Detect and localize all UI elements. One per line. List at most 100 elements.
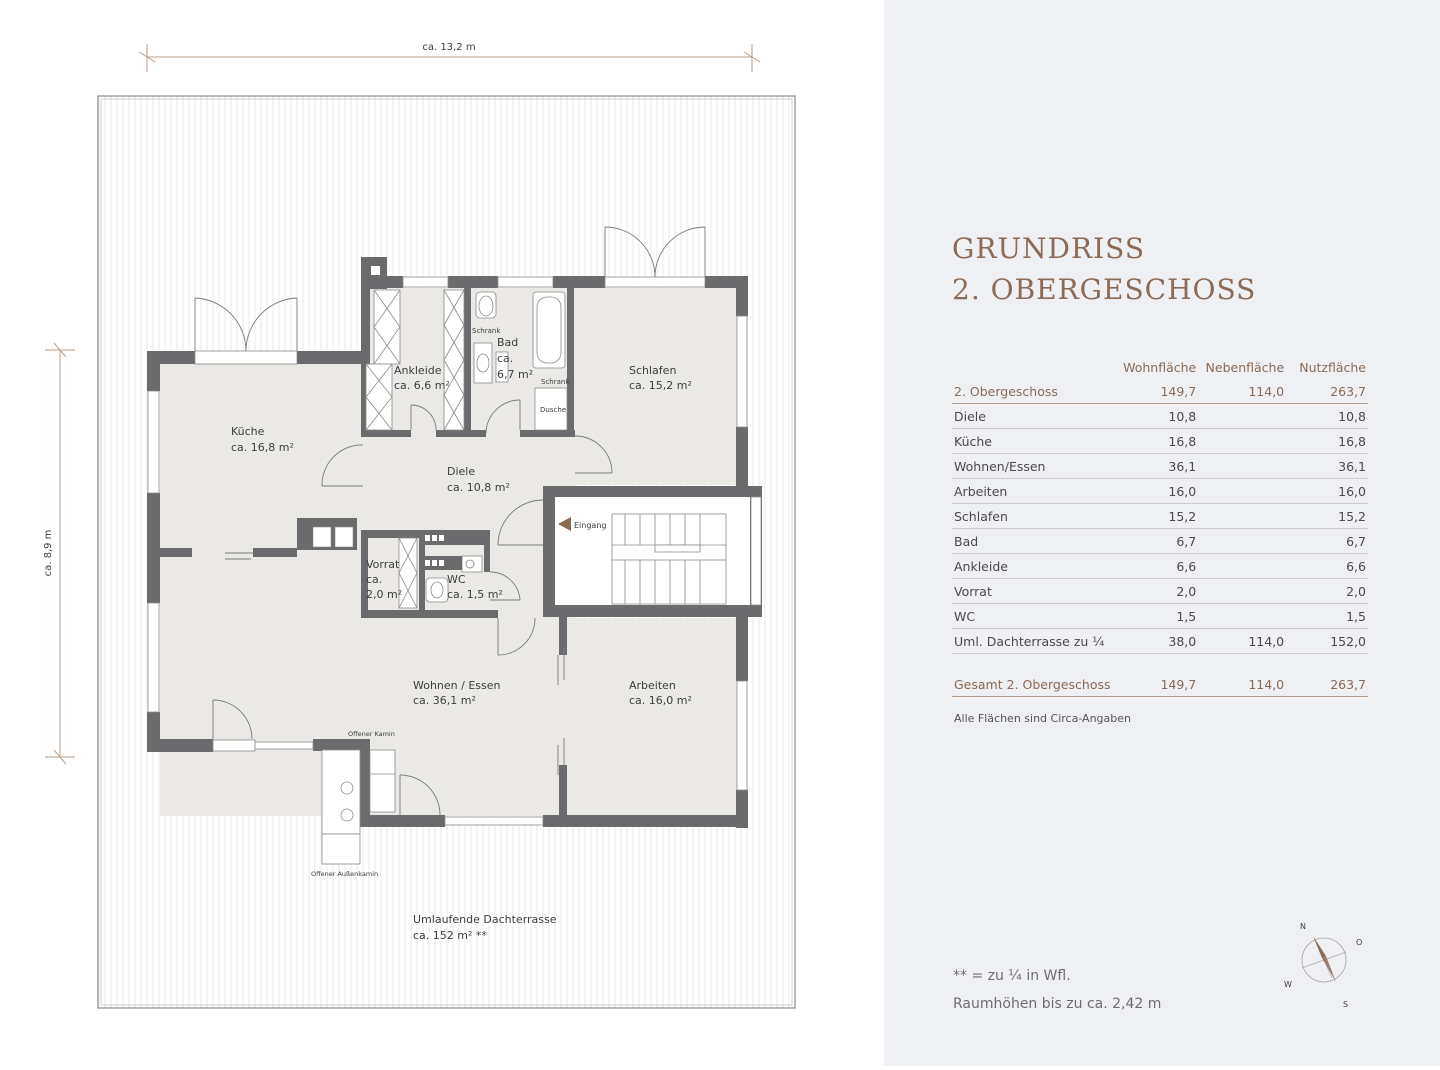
row-neben [1198,428,1287,454]
row-wohn: 16,0 [1123,478,1199,504]
page-title: GRUNDRISS 2. OBERGESCHOSS [952,228,1256,310]
label-schrank-bad: Schrank [472,327,501,335]
row-nutz: 15,2 [1286,503,1368,529]
row-nutz: 16,0 [1286,478,1368,504]
row-neben [1198,453,1287,479]
row-nutz: 152,0 [1286,628,1368,654]
bath-fixtures [425,291,568,603]
room-bad-line3: 6,7 m² [497,368,533,381]
room-arbeiten-area: ca. 16,0 m² [629,694,692,707]
stair-hall [555,497,750,605]
floor-plan-area: ca. 13,2 m ca. 8,9 m [43,42,796,1009]
room-bad-line2: ca. [497,352,513,365]
info-panel: GRUNDRISS 2. OBERGESCHOSS Wohnfläche Neb… [884,0,1440,1066]
kitchen-counters [312,266,484,570]
row-neben [1198,503,1287,529]
compass-n: N [1300,922,1306,931]
row-wohn: 10,8 [1123,403,1199,429]
windows [147,276,762,826]
dimension-width-label: ca. 13,2 m [422,42,475,53]
dimension-depth [45,342,75,765]
row-nutz: 2,0 [1286,578,1368,604]
label-schrank-dusche: Schrank [541,378,570,386]
row-neben [1198,403,1287,429]
row-label: Wohnen/Essen [952,453,1124,479]
row-neben [1198,478,1287,504]
row-wohn: 16,8 [1123,428,1199,454]
row-wohn: 1,5 [1123,603,1199,629]
title-line-1: GRUNDRISS [952,232,1146,265]
compass-s: S [1343,1000,1348,1008]
col-nebenflaeche: Nebenfläche [1205,359,1285,375]
compass-icon: N O S W [1284,922,1362,1008]
row-label: WC [952,603,1124,629]
footnote-wfl: ** = zu ¼ in Wfl. [953,968,1071,984]
row-nutz: 16,8 [1286,428,1368,454]
summary-wohn: 149,7 [1123,379,1199,404]
compass-o: O [1356,938,1362,947]
room-arbeiten-name: Arbeiten [629,679,676,692]
room-vorrat-line3: 2,0 m² [366,588,402,601]
room-ankleide-name: Ankleide [394,364,442,377]
room-bad-name: Bad [497,336,518,349]
footnotes: ** = zu ¼ in Wfl. Raumhöhen bis zu ca. 2… [953,962,1161,1018]
room-ankleide-area: ca. 6,6 m² [394,379,450,392]
circa-note: Alle Flächen sind Circa-Angaben [954,712,1131,725]
row-wohn: 2,0 [1123,578,1199,604]
row-label: Arbeiten [952,478,1124,504]
summary-label: 2. Obergeschoss [952,379,1124,404]
room-schlafen-name: Schlafen [629,364,676,377]
room-terrasse-name: Umlaufende Dachterrasse [413,913,557,926]
room-wohnen-area: ca. 36,1 m² [413,694,476,707]
room-kueche-area: ca. 16,8 m² [231,441,294,454]
total-nutz: 263,7 [1286,672,1368,697]
row-neben [1198,578,1287,604]
col-wohnflaeche: Wohnfläche [1123,359,1197,375]
summary-neben: 114,0 [1198,379,1287,404]
staircase [611,513,727,605]
row-label: Schlafen [952,503,1124,529]
room-wc-name: WC [447,573,466,586]
total-wohn: 149,7 [1123,672,1199,697]
row-label: Bad [952,528,1124,554]
row-neben [1198,553,1287,579]
room-schlafen-area: ca. 15,2 m² [629,379,692,392]
row-wohn: 6,7 [1123,528,1199,554]
row-nutz: 10,8 [1286,403,1368,429]
dimension-depth-label: ca. 8,9 m [43,530,54,577]
row-wohn: 6,6 [1123,553,1199,579]
row-nutz: 6,7 [1286,528,1368,554]
col-nutzflaeche: Nutzfläche [1299,359,1366,375]
label-offener-aussenkamin: Offener Außenkamin [311,870,378,878]
row-label: Ankleide [952,553,1124,579]
dimension-width [138,44,761,72]
room-wc-area: ca. 1,5 m² [447,588,503,601]
row-label: Diele [952,403,1124,429]
area-table: Wohnfläche Nebenfläche Nutzfläche 2. Obe… [952,355,1368,697]
title-line-2: 2. OBERGESCHOSS [952,273,1257,306]
label-eingang: Eingang [574,521,606,530]
summary-nutz: 263,7 [1286,379,1368,404]
room-diele-area: ca. 10,8 m² [447,481,510,494]
floor-plan: ca. 13,2 m ca. 8,9 m [43,42,796,1009]
row-wohn: 15,2 [1123,503,1199,529]
door-swings [194,226,706,816]
row-label: Vorrat [952,578,1124,604]
row-neben [1198,528,1287,554]
row-wohn: 38,0 [1123,628,1199,654]
total-label: Gesamt 2. Obergeschoss [952,672,1124,697]
row-nutz: 36,1 [1286,453,1368,479]
footnote-raumhoehe: Raumhöhen bis zu ca. 2,42 m [953,996,1162,1012]
label-offener-kamin: Offener Kamin [348,730,395,738]
apartment-floor [160,288,738,816]
room-vorrat-line2: ca. [366,573,382,586]
